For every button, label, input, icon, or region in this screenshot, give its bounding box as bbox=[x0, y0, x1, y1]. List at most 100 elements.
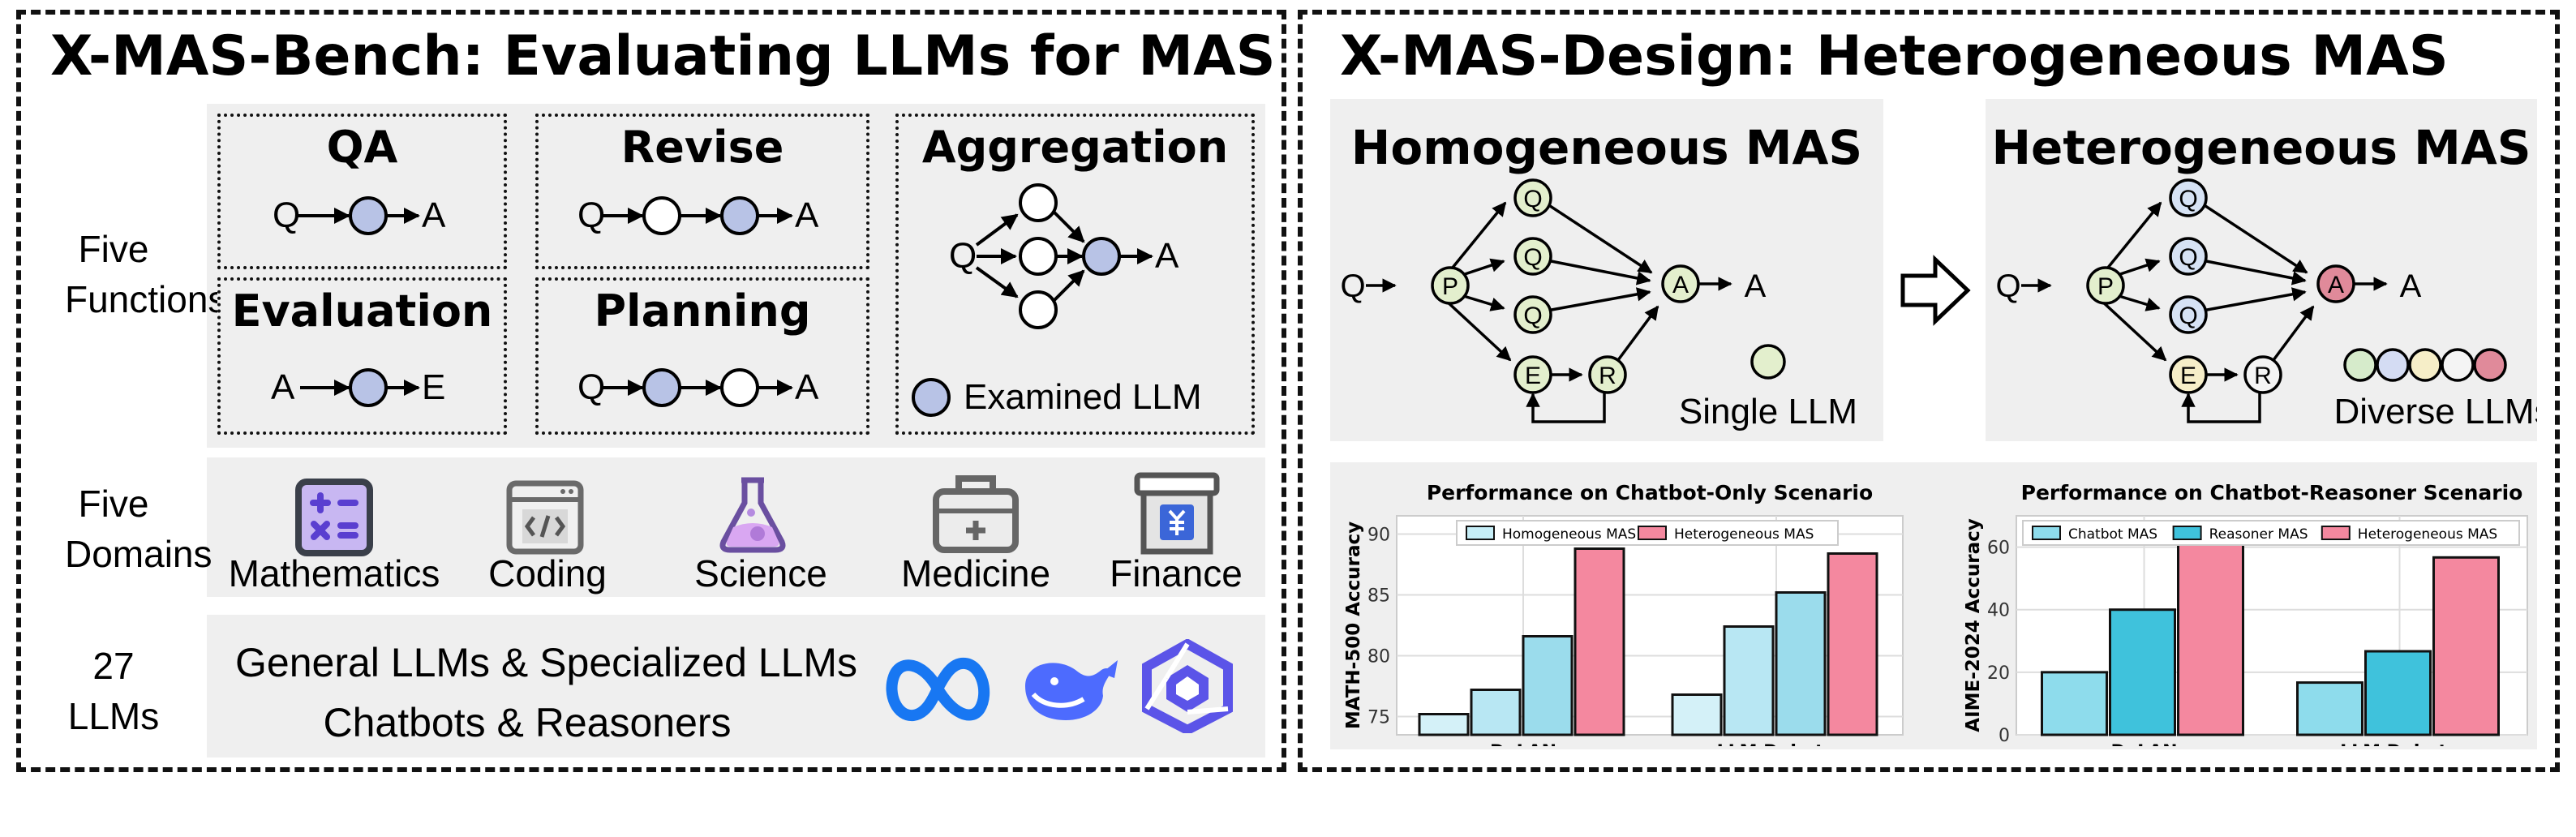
bar bbox=[2296, 681, 2363, 736]
y-tick-label: 0 bbox=[1999, 726, 2010, 746]
y-tick-label: 60 bbox=[1987, 539, 2010, 559]
finance-box-icon bbox=[1134, 472, 1220, 555]
e-glyph: E bbox=[422, 367, 445, 407]
domain-label-coding: Coding bbox=[488, 552, 607, 594]
medical-kit-icon bbox=[933, 475, 1019, 553]
x-tick-label: DyLAN bbox=[1490, 742, 1556, 746]
qa-flow-diagram: Q A bbox=[273, 195, 446, 235]
chart-title: Performance on Chatbot-Reasoner Scenario bbox=[2021, 482, 2523, 504]
bar bbox=[1723, 625, 1775, 736]
y-tick-label: 90 bbox=[1367, 526, 1390, 546]
node-e-glyph: E bbox=[1525, 363, 1541, 389]
function-title-evaluation: Evaluation bbox=[231, 285, 493, 337]
input-q-glyph: Q bbox=[1995, 268, 2020, 304]
node-q-glyph: Q bbox=[2179, 244, 2197, 271]
legend-box bbox=[2022, 520, 2520, 546]
y-tick-label: 80 bbox=[1367, 647, 1390, 667]
bar bbox=[1522, 635, 1574, 736]
x-tick-label: DyLAN bbox=[2110, 742, 2177, 746]
llm-types-line2: Chatbots & Reasoners bbox=[323, 700, 732, 745]
bar bbox=[2041, 671, 2108, 736]
legend-swatch bbox=[2032, 526, 2061, 540]
y-tick-label: 75 bbox=[1367, 708, 1390, 728]
a-glyph: A bbox=[795, 367, 819, 407]
legend-swatch bbox=[2321, 526, 2351, 540]
examined-node bbox=[1082, 237, 1121, 276]
row-label-llms: 27 LLMs bbox=[67, 645, 160, 737]
examined-node bbox=[720, 196, 759, 235]
node-q-glyph: Q bbox=[2179, 303, 2197, 329]
bar bbox=[2432, 556, 2500, 736]
bar bbox=[2177, 535, 2244, 736]
evaluation-flow-diagram: A E bbox=[271, 367, 445, 407]
chart-chatbot-reasoner: 0204060DyLANLLM DebatePerformance on Cha… bbox=[1963, 482, 2528, 746]
qwen-logo-icon bbox=[1142, 639, 1233, 733]
y-tick-label: 85 bbox=[1367, 586, 1390, 607]
y-axis-label: MATH-500 Accuracy bbox=[1343, 522, 1364, 729]
legend-label: Reasoner MAS bbox=[2209, 526, 2308, 543]
legend-label: Heterogeneous MAS bbox=[1674, 526, 1814, 543]
node-e-glyph: E bbox=[2180, 363, 2196, 389]
a-glyph: A bbox=[422, 195, 446, 235]
input-q-glyph: Q bbox=[1340, 268, 1365, 304]
design-panel bbox=[1298, 10, 2560, 772]
diverse-llm-swatches bbox=[2343, 348, 2507, 382]
row-label-functions: Five Functions bbox=[65, 228, 227, 320]
domain-label-science: Science bbox=[694, 552, 827, 594]
bar bbox=[1470, 689, 1522, 736]
calculator-icon bbox=[295, 479, 373, 556]
heterogeneous-mas-graph: Q A Q Q Q P E R A Diverse LLMs bbox=[1995, 178, 2537, 431]
function-box-aggregation: Aggregation Q A Examined LLM bbox=[895, 114, 1255, 435]
domain-label-medicine: Medicine bbox=[900, 552, 1051, 594]
bar bbox=[1418, 713, 1470, 736]
legend-swatch bbox=[1638, 526, 1667, 540]
q-glyph: Q bbox=[577, 367, 605, 407]
q-glyph: Q bbox=[949, 236, 977, 276]
node-q-glyph: Q bbox=[2179, 186, 2197, 212]
bench-title: X-MAS-Bench: Evaluating LLMs for MAS bbox=[50, 24, 1276, 88]
plain-node bbox=[1019, 183, 1058, 222]
legend-label: Homogeneous MAS bbox=[1502, 526, 1636, 543]
function-title-qa: QA bbox=[326, 122, 398, 173]
node-p-glyph: P bbox=[2097, 273, 2114, 300]
bar bbox=[2364, 650, 2432, 736]
function-box-revise: Revise Q A bbox=[535, 114, 869, 269]
domain-label-finance: Finance bbox=[1110, 552, 1243, 594]
node-r-glyph: R bbox=[1599, 363, 1616, 389]
x-tick-label: LLM Debate bbox=[1717, 742, 1836, 746]
bar bbox=[1775, 591, 1827, 736]
aggregation-flow-diagram: Q A Examined LLM bbox=[912, 183, 1201, 417]
bench-panel bbox=[16, 10, 1286, 772]
examined-node bbox=[349, 368, 388, 407]
design-title: X-MAS-Design: Heterogeneous MAS bbox=[1340, 24, 2449, 88]
examined-node bbox=[642, 368, 681, 407]
homogeneous-nodes bbox=[1431, 178, 1786, 394]
legend-swatch bbox=[1466, 526, 1495, 540]
x-tick-label: LLM Debate bbox=[2340, 742, 2459, 746]
y-tick-label: 20 bbox=[1987, 663, 2010, 684]
a-glyph: A bbox=[1155, 236, 1179, 276]
domain-label-mathematics: Mathematics bbox=[228, 552, 440, 594]
function-title-aggregation: Aggregation bbox=[921, 122, 1229, 173]
homogeneous-mas-graph: Q A Q Q Q P E R A Single LLM bbox=[1340, 178, 1857, 431]
bar bbox=[1671, 693, 1723, 736]
heterogeneous-nodes bbox=[2086, 178, 2355, 394]
deepseek-whale-icon bbox=[1025, 660, 1118, 720]
function-box-evaluation: Evaluation A E bbox=[217, 277, 507, 435]
chart-chatbot-only: 75808590DyLANLLM DebatePerformance on Ch… bbox=[1343, 482, 1904, 746]
bar bbox=[1574, 547, 1625, 736]
meta-logo-icon bbox=[886, 657, 990, 721]
planning-flow-diagram: Q A bbox=[577, 367, 819, 407]
revise-flow-diagram: Q A bbox=[577, 195, 819, 235]
legend-label: Chatbot MAS bbox=[2068, 526, 2157, 543]
legend-label: Heterogeneous MAS bbox=[2358, 526, 2497, 543]
llm-types-line1: General LLMs & Specialized LLMs bbox=[235, 640, 858, 685]
plain-node bbox=[1019, 290, 1058, 329]
output-a-glyph: A bbox=[1745, 268, 1767, 304]
homogeneous-title: Homogeneous MAS bbox=[1350, 120, 1863, 175]
code-window-icon bbox=[506, 480, 584, 555]
q-glyph: Q bbox=[273, 195, 300, 235]
output-a-glyph: A bbox=[2400, 268, 2422, 304]
node-r-glyph: R bbox=[2254, 363, 2272, 389]
diverse-llms-label: Diverse LLMs bbox=[2334, 392, 2537, 431]
